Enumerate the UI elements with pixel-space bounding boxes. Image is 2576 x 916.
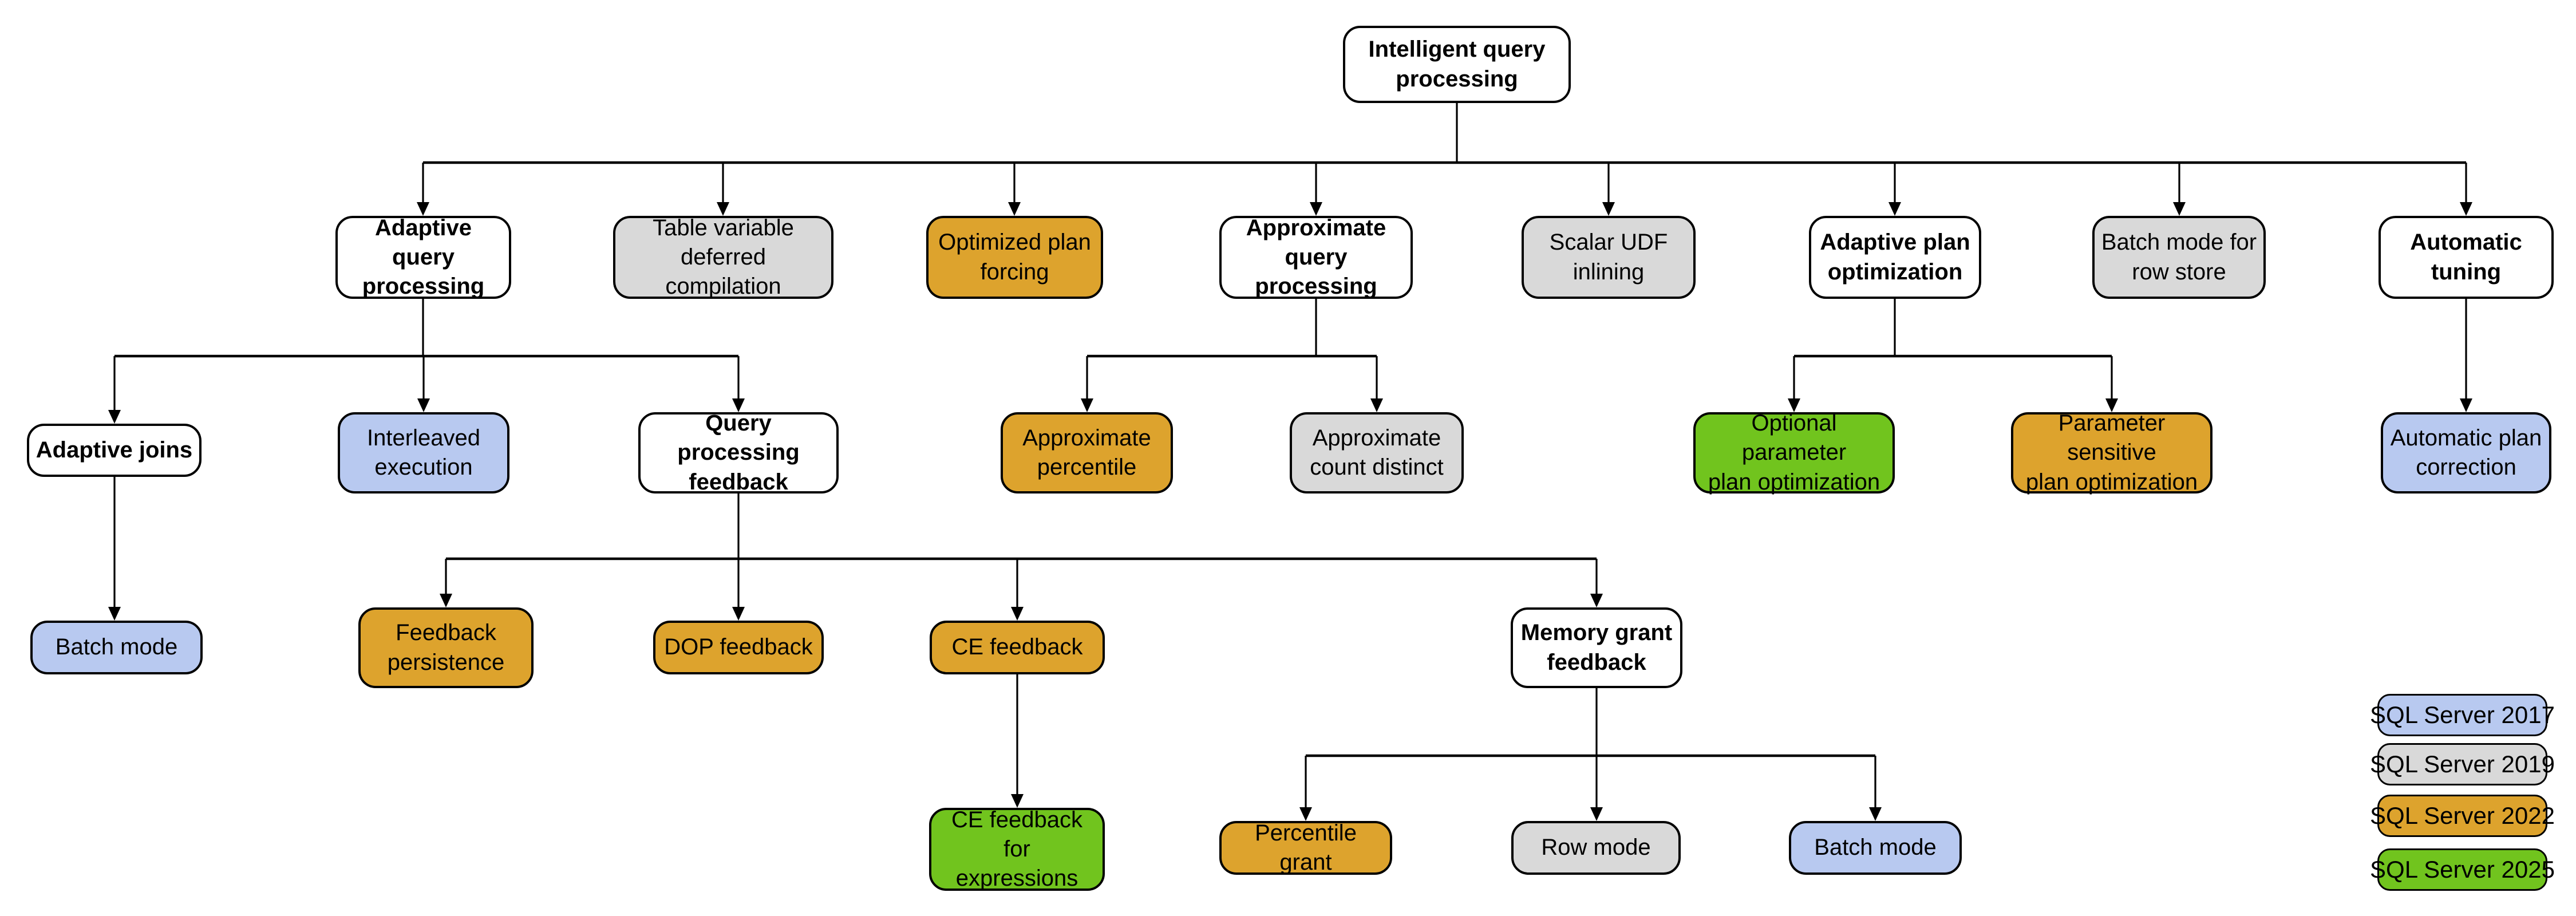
legend-sql-server-2019: SQL Server 2019: [2370, 743, 2555, 785]
node-adaptive-query-processing: Adaptive query processing: [335, 215, 511, 299]
legend-sql-server-2022: SQL Server 2022: [2370, 795, 2555, 837]
node-optional-parameter-plan-optimization: Optional parameter plan optimization: [1693, 410, 1895, 495]
node-parameter-sensitive-plan-optimization: Parameter sensitive plan optimization: [2011, 410, 2212, 495]
node-automatic-plan-correction: Automatic plan correction: [2381, 412, 2551, 493]
node-batch-mode-memory-grant: Batch mode: [1789, 821, 1962, 875]
node-approximate-percentile: Approximate percentile: [1001, 412, 1173, 493]
arrowheads: [108, 202, 2472, 821]
node-intelligent-query-processing: Intelligent query processing: [1343, 26, 1571, 103]
node-scalar-udf-inlining: Scalar UDF inlining: [1522, 216, 1696, 299]
node-ce-feedback-for-expressions: CE feedback for expressions: [929, 807, 1105, 891]
node-dop-feedback: DOP feedback: [653, 621, 824, 674]
node-table-variable-deferred-compilation: Table variable deferred compilation: [613, 215, 833, 299]
node-percentile-grant: Percentile grant: [1219, 820, 1392, 875]
node-batch-mode-adaptive-joins: Batch mode: [30, 621, 203, 674]
node-adaptive-plan-optimization: Adaptive plan optimization: [1809, 216, 1981, 299]
node-row-mode: Row mode: [1511, 821, 1681, 875]
node-approximate-query-processing: Approximate query processing: [1219, 215, 1413, 299]
legend-sql-server-2017: SQL Server 2017: [2370, 694, 2555, 736]
node-optimized-plan-forcing: Optimized plan forcing: [926, 216, 1103, 299]
node-adaptive-joins: Adaptive joins: [27, 424, 202, 477]
node-approximate-count-distinct: Approximate count distinct: [1290, 412, 1464, 493]
node-automatic-tuning: Automatic tuning: [2379, 216, 2554, 299]
node-interleaved-execution: Interleaved execution: [338, 412, 509, 493]
node-ce-feedback: CE feedback: [930, 621, 1105, 674]
node-feedback-persistence: Feedback persistence: [358, 607, 534, 688]
connector-vertical: [113, 103, 2467, 808]
legend-sql-server-2025: SQL Server 2025: [2370, 848, 2555, 891]
node-memory-grant-feedback: Memory grant feedback: [1511, 607, 1682, 688]
node-query-processing-feedback: Query processing feedback: [638, 410, 839, 495]
node-batch-mode-for-row-store: Batch mode for row store: [2092, 216, 2266, 299]
connector-bus: [114, 161, 2466, 757]
